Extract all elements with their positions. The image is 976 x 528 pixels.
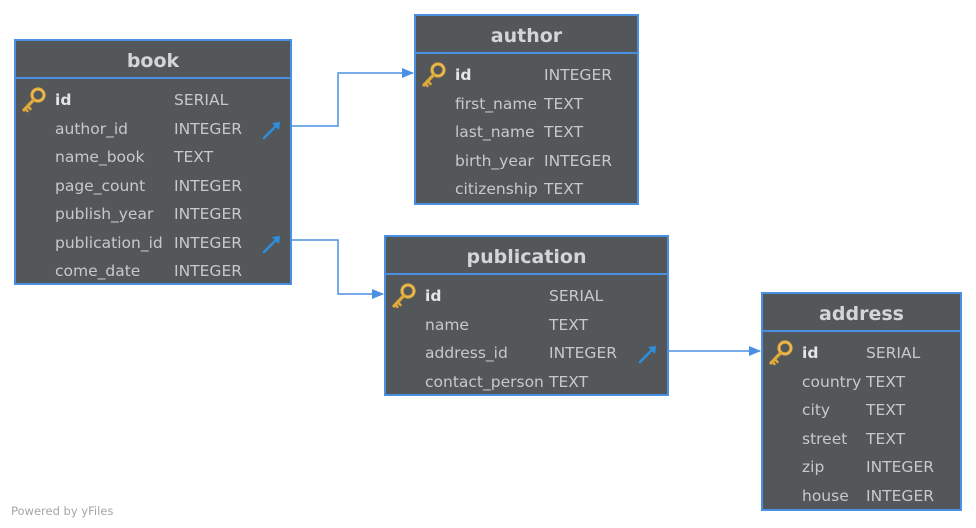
field-row-address-id[interactable]: address_id INTEGER — [386, 339, 667, 368]
primary-key-icon — [421, 62, 447, 88]
field-row-come-date[interactable]: come_date INTEGER — [16, 257, 290, 286]
table-title: book — [16, 41, 290, 79]
field-row-citizenship[interactable]: citizenship TEXT — [416, 175, 637, 204]
field-name: id — [425, 287, 442, 305]
field-row-first-name[interactable]: first_name TEXT — [416, 90, 637, 119]
field-type: TEXT — [544, 94, 584, 113]
field-name: country — [802, 372, 862, 391]
field-type: INTEGER — [866, 458, 935, 476]
field-row-street[interactable]: street TEXT — [763, 425, 960, 454]
field-row-page-count[interactable]: page_count INTEGER — [16, 172, 290, 201]
field-type: TEXT — [544, 123, 584, 141]
field-row-author-id[interactable]: author_id INTEGER — [16, 115, 290, 144]
field-type: TEXT — [866, 429, 906, 448]
field-type: TEXT — [866, 372, 906, 391]
field-name: id — [55, 91, 72, 109]
field-row-zip[interactable]: zip INTEGER — [763, 453, 960, 482]
field-row-name-book[interactable]: name_book TEXT — [16, 143, 290, 172]
field-type: SERIAL — [866, 344, 921, 362]
field-type: SERIAL — [174, 91, 229, 109]
field-row-id[interactable]: id SERIAL — [386, 282, 667, 311]
relation-book-author[interactable] — [292, 68, 414, 127]
field-type: TEXT — [549, 315, 589, 334]
field-name: publication_id — [55, 233, 163, 252]
field-type: INTEGER — [174, 119, 243, 138]
field-name: last_name — [455, 123, 535, 141]
field-name: citizenship — [455, 180, 538, 198]
field-row-id[interactable]: id INTEGER — [416, 61, 637, 90]
field-name: page_count — [55, 176, 146, 195]
field-type: INTEGER — [544, 151, 613, 170]
field-type: INTEGER — [174, 262, 243, 280]
field-type: TEXT — [544, 180, 584, 198]
field-type: INTEGER — [174, 233, 243, 252]
table-title: address — [763, 294, 960, 332]
field-name: city — [802, 401, 831, 419]
field-row-contact-person[interactable]: contact_person TEXT — [386, 368, 667, 397]
field-name: id — [802, 344, 819, 362]
field-type: INTEGER — [866, 486, 935, 505]
field-name: first_name — [455, 94, 537, 113]
field-type: TEXT — [174, 148, 214, 166]
field-type: TEXT — [866, 401, 906, 419]
field-name: house — [802, 486, 849, 505]
field-row-name[interactable]: name TEXT — [386, 311, 667, 340]
table-title: publication — [386, 237, 667, 275]
field-name: street — [802, 429, 848, 448]
table-title: author — [416, 16, 637, 54]
relation-book-publication[interactable] — [292, 239, 384, 299]
field-name: name_book — [55, 148, 145, 166]
field-name: come_date — [55, 262, 141, 280]
field-row-id[interactable]: id SERIAL — [763, 339, 960, 368]
field-name: birth_year — [455, 151, 534, 170]
foreign-key-icon — [262, 234, 282, 254]
field-row-city[interactable]: city TEXT — [763, 396, 960, 425]
foreign-key-icon — [262, 120, 282, 140]
field-name: address_id — [425, 344, 508, 362]
field-name: id — [455, 66, 472, 84]
field-name: author_id — [55, 119, 128, 138]
field-row-id[interactable]: id SERIAL — [16, 86, 290, 115]
field-name: zip — [802, 458, 825, 476]
field-type: INTEGER — [174, 205, 243, 223]
field-type: INTEGER — [174, 176, 243, 195]
field-type: SERIAL — [549, 287, 604, 305]
field-row-birth-year[interactable]: birth_year INTEGER — [416, 147, 637, 176]
field-name: contact_person — [425, 372, 544, 391]
field-type: INTEGER — [549, 344, 618, 362]
field-type: INTEGER — [544, 66, 613, 84]
field-type: TEXT — [549, 372, 589, 391]
field-row-publication-id[interactable]: publication_id INTEGER — [16, 229, 290, 258]
field-name: name — [425, 315, 469, 334]
primary-key-icon — [391, 283, 417, 309]
field-row-house[interactable]: house INTEGER — [763, 482, 960, 511]
field-row-publish-year[interactable]: publish_year INTEGER — [16, 200, 290, 229]
field-row-last-name[interactable]: last_name TEXT — [416, 118, 637, 147]
primary-key-icon — [21, 87, 47, 113]
powered-by-label: Powered by yFiles — [11, 504, 114, 518]
foreign-key-icon — [638, 344, 658, 364]
primary-key-icon — [768, 340, 794, 366]
field-name: publish_year — [55, 205, 154, 223]
